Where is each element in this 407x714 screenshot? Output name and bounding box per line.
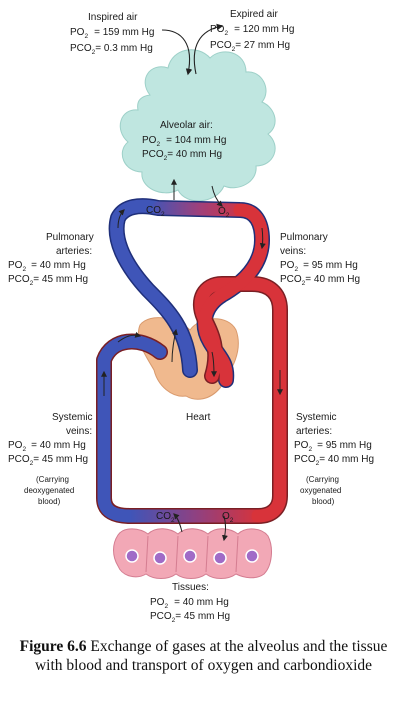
systemic-veins-label: Systemic veins: PO2= 40 mm Hg PCO2= 45 m… (8, 412, 93, 506)
svg-text:PO2= 159 mm Hg: PO2= 159 mm Hg (70, 27, 154, 40)
systemic-vein (97, 335, 167, 523)
alveolus-co2-label: CO2 (146, 205, 165, 218)
svg-text:PCO2= 45 mm Hg: PCO2= 45 mm Hg (8, 454, 88, 467)
co2-arrow-tissue (173, 513, 183, 533)
svg-text:veins:: veins: (280, 246, 306, 257)
svg-text:Systemic: Systemic (52, 412, 93, 423)
flow-arrow-heart-in (117, 331, 142, 343)
expired-title: Expired air (230, 9, 278, 20)
svg-text:Pulmonary: Pulmonary (280, 232, 328, 243)
svg-text:Tissues:: Tissues: (172, 582, 209, 593)
svg-text:PCO2= 40 mm Hg: PCO2= 40 mm Hg (142, 149, 222, 162)
inspired-po2: = 159 mm Hg (94, 27, 154, 38)
pulmonary-artery (110, 199, 197, 377)
tissue-cells (113, 528, 272, 579)
pulmonary-arteries-label: Pulmonary arteries: PO2= 40 mm Hg PCO2= … (8, 232, 94, 287)
inspired-pco2: = 0.3 mm Hg (95, 43, 153, 54)
pulmonary-veins-label: Pulmonary veins: PO2= 95 mm Hg PCO2= 40 … (280, 232, 360, 287)
systemic-veins-pco2: = 45 mm Hg (33, 454, 88, 465)
alveolus-o2-label: O2 (218, 206, 230, 219)
o2-arrow-tissue (221, 515, 228, 542)
svg-text:(Carrying: (Carrying (306, 475, 339, 484)
alveolus (119, 49, 276, 202)
alveolar-capillary (151, 201, 247, 217)
inspired-title: Inspired air (88, 12, 138, 23)
pulmonary-arteries-pco2: = 45 mm Hg (33, 274, 88, 285)
svg-text:PO2= 104 mm Hg: PO2= 104 mm Hg (142, 135, 226, 148)
flow-arrow-pa (117, 209, 125, 229)
svg-text:arteries:: arteries: (296, 426, 332, 437)
flow-arrow-heart-out (171, 328, 179, 363)
alveolar-po2: = 104 mm Hg (166, 135, 226, 146)
pulmonary-arteries-po2: = 40 mm Hg (31, 260, 86, 271)
systemic-arteries-po2: = 95 mm Hg (317, 440, 372, 451)
inspired-arrow (161, 29, 193, 76)
svg-text:(Carrying: (Carrying (36, 475, 69, 484)
flow-arrows (101, 178, 283, 542)
flow-arrow-pv (259, 227, 266, 250)
expired-arrow (193, 23, 224, 75)
svg-text:PO2= 95 mm Hg: PO2= 95 mm Hg (280, 260, 358, 273)
svg-text:PCO2= 27 mm Hg: PCO2= 27 mm Hg (210, 40, 290, 53)
expired-air-label: Expired air PO2= 120 mm Hg PCO2= 27 mm H… (210, 9, 294, 53)
breathing-arrows (161, 23, 224, 76)
svg-text:PCO2= 40 mm Hg: PCO2= 40 mm Hg (280, 274, 360, 287)
tissues-po2: = 40 mm Hg (174, 597, 229, 608)
svg-text:blood): blood) (312, 497, 335, 506)
pulmonary-vein (198, 203, 269, 387)
svg-text:blood): blood) (38, 497, 61, 506)
pulmonary-veins-pco2: = 40 mm Hg (305, 274, 360, 285)
svg-text:PCO2= 45 mm Hg: PCO2= 45 mm Hg (150, 611, 230, 624)
figure-caption: Figure 6.6 Exchange of gases at the alve… (10, 637, 397, 675)
svg-text:Pulmonary: Pulmonary (46, 232, 94, 243)
svg-text:oxygenated: oxygenated (300, 486, 341, 495)
inspired-air-label: Inspired air PO2= 159 mm Hg PCO2= 0.3 mm… (70, 12, 154, 56)
systemic-arteries-pco2: = 40 mm Hg (319, 454, 374, 465)
tissues-label: Tissues: PO2= 40 mm Hg PCO2= 45 mm Hg (150, 582, 230, 624)
tissue-o2-label: O2 (222, 511, 234, 524)
svg-text:PO2= 40 mm Hg: PO2= 40 mm Hg (8, 440, 86, 453)
tissues-pco2: = 45 mm Hg (175, 611, 230, 622)
alveolar-title: Alveolar air: (160, 120, 213, 131)
figure-number: Figure 6.6 (19, 638, 87, 655)
tissue-co2-label: CO2 (156, 511, 175, 524)
o2-arrow-down (211, 185, 223, 207)
svg-text:arteries:: arteries: (56, 246, 92, 257)
expired-pco2: = 27 mm Hg (235, 40, 290, 51)
svg-text:PO2= 40 mm Hg: PO2= 40 mm Hg (150, 597, 229, 610)
svg-text:PCO2= 0.3 mm Hg: PCO2= 0.3 mm Hg (70, 43, 153, 56)
svg-text:Systemic: Systemic (296, 412, 337, 423)
svg-text:PO2= 40 mm Hg: PO2= 40 mm Hg (8, 260, 86, 273)
svg-text:PO2= 120 mm Hg: PO2= 120 mm Hg (210, 24, 294, 37)
blood-vessels (97, 199, 287, 523)
svg-text:veins:: veins: (66, 426, 92, 437)
systemic-arteries-label: Systemic arteries: PO2= 95 mm Hg PCO2= 4… (294, 412, 374, 506)
systemic-veins-po2: = 40 mm Hg (31, 440, 86, 451)
flow-arrow-heart-red (210, 351, 217, 378)
caption-text: Exchange of gases at the alveolus and th… (34, 638, 388, 674)
heart-label: Heart (186, 412, 211, 423)
svg-text:PO2= 95 mm Hg: PO2= 95 mm Hg (294, 440, 372, 453)
svg-text:PCO2= 45 mm Hg: PCO2= 45 mm Hg (8, 274, 88, 287)
svg-text:PCO2= 40 mm Hg: PCO2= 40 mm Hg (294, 454, 374, 467)
pulmonary-veins-po2: = 95 mm Hg (303, 260, 358, 271)
svg-text:deoxygenated: deoxygenated (24, 486, 74, 495)
expired-po2: = 120 mm Hg (234, 24, 294, 35)
alveolar-pco2: = 40 mm Hg (167, 149, 222, 160)
alveolar-air-label: Alveolar air: PO2= 104 mm Hg PCO2= 40 mm… (142, 120, 226, 162)
